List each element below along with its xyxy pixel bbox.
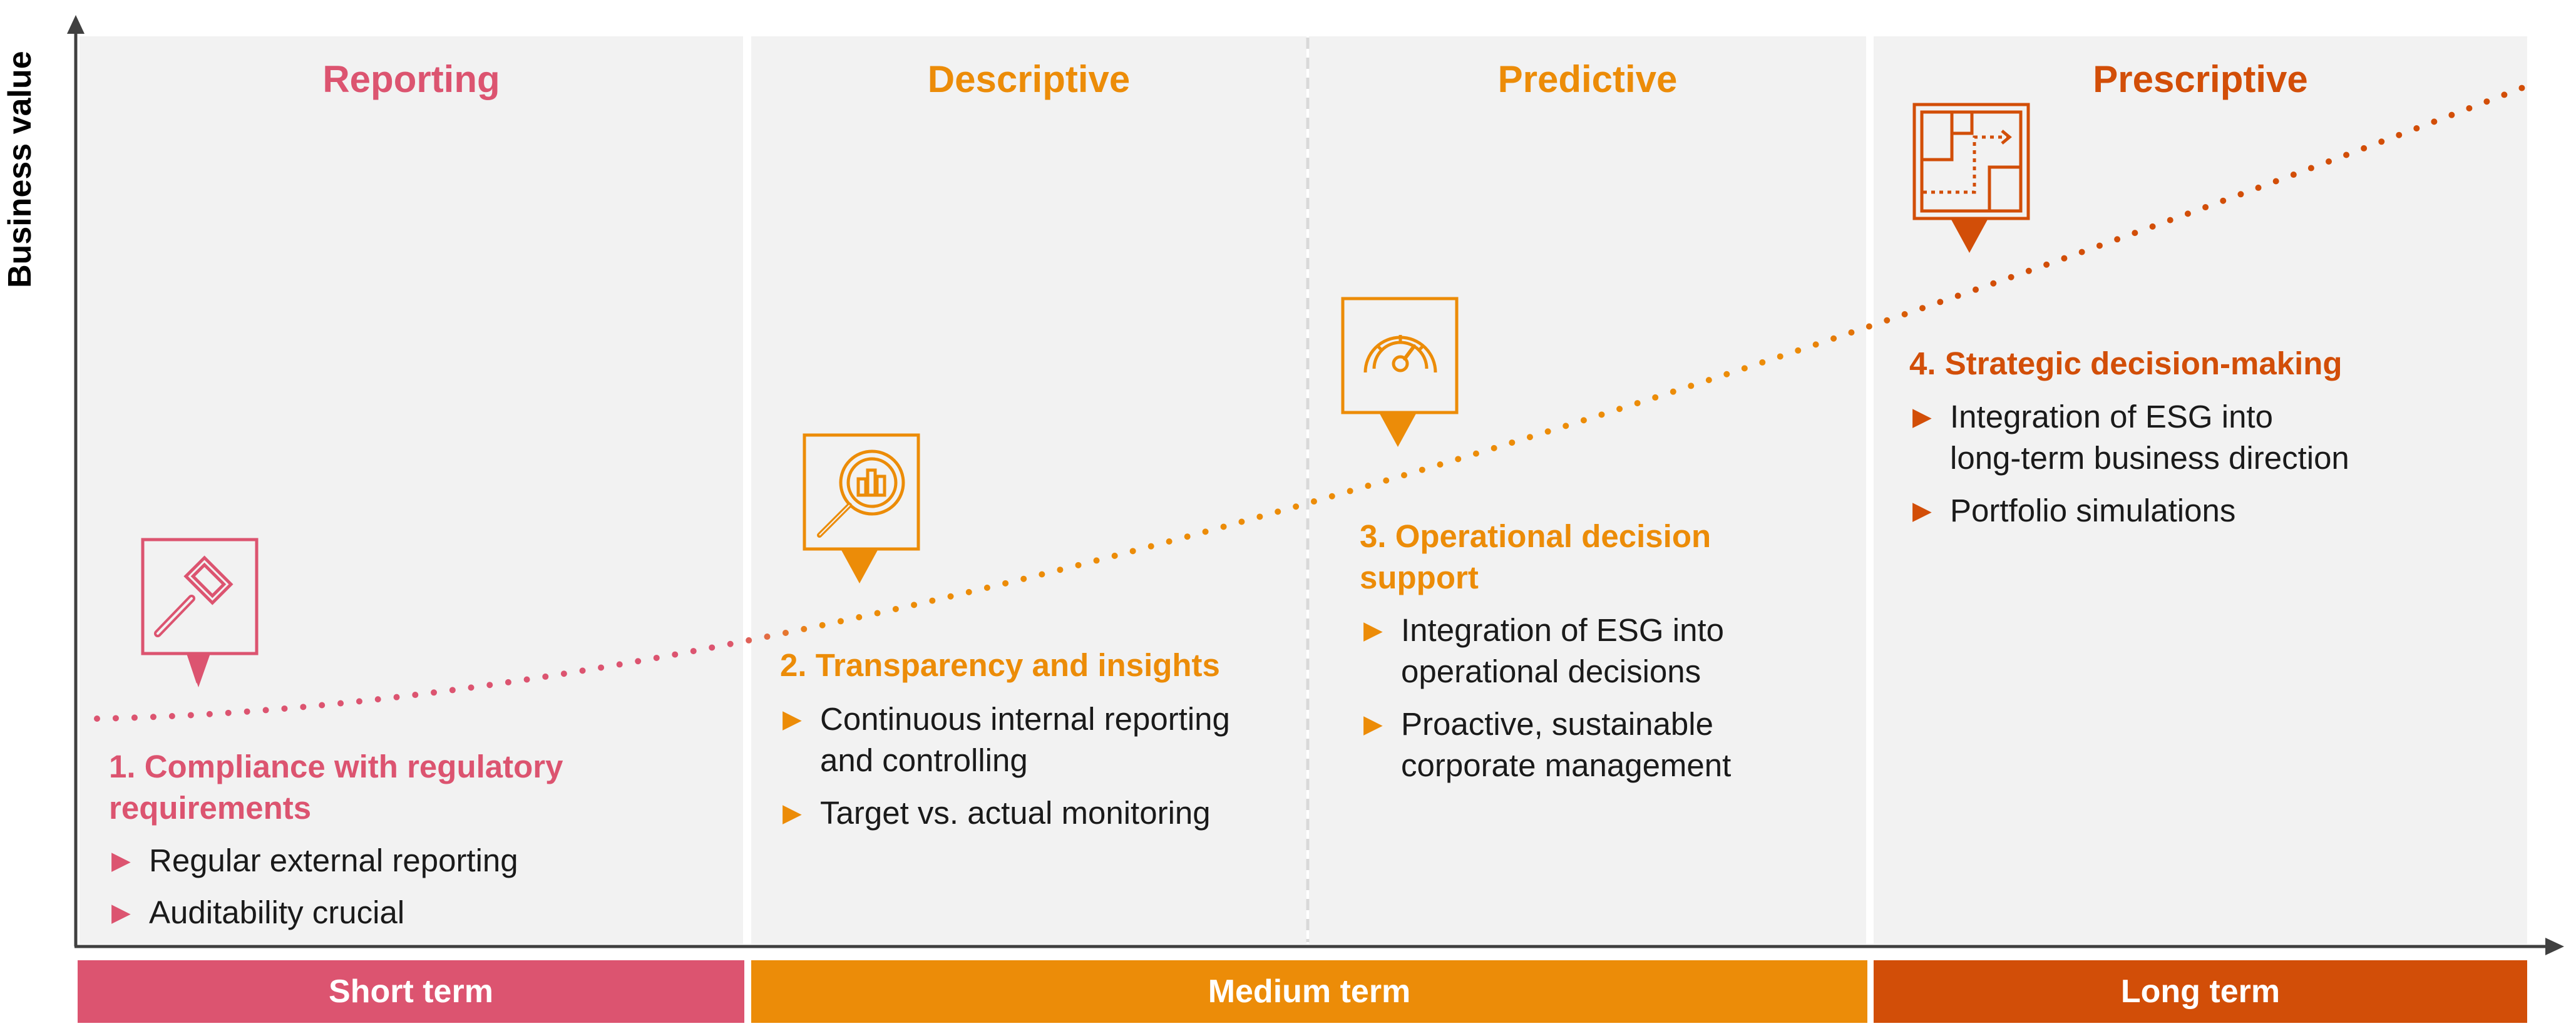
magnifier-chart-icon — [803, 433, 920, 583]
bullet-line: Target vs. actual monitoring — [820, 795, 1211, 831]
bullet-line: operational decisions — [1401, 654, 1701, 689]
speedometer-icon — [1341, 297, 1459, 447]
bullet-line: Proactive, sustainable — [1401, 706, 1713, 742]
phase-title-descriptive: Descriptive — [927, 58, 1131, 100]
y-axis-label: Business value — [2, 51, 38, 288]
bullet-arrow-icon: ▶ — [783, 799, 802, 827]
term-bar-short: Short term — [78, 960, 744, 1023]
bullet-arrow-icon: ▶ — [1912, 403, 1932, 431]
stage-title-compliance: 1. Compliance with regulatory requiremen… — [109, 746, 563, 829]
bullet-line: Integration of ESG into — [1950, 399, 2273, 434]
gavel-icon — [141, 538, 259, 687]
stage-title-line: 3. Operational decision — [1360, 518, 1711, 554]
bullet-item: ▶ Target vs. actual monitoring — [783, 792, 1211, 834]
stage-title-transparency: 2. Transparency and insights — [780, 645, 1220, 686]
bullet-line: Integration of ESG into — [1401, 612, 1724, 648]
x-axis-arrowhead — [2545, 938, 2564, 955]
bullet-item: ▶ Portfolio simulations — [1912, 490, 2236, 531]
phase-title-prescriptive: Prescriptive — [2093, 58, 2308, 100]
panel-predictive — [1309, 36, 1866, 944]
bullet-line: Continuous internal reporting — [820, 701, 1230, 737]
bullet-line: corporate management — [1401, 747, 1732, 783]
bullet-item: ▶ Continuous internal reporting and cont… — [783, 699, 1230, 781]
stage-title-line: support — [1360, 560, 1479, 595]
bullet-item: ▶ Proactive, sustainable corporate manag… — [1363, 704, 1732, 786]
value-curve — [94, 85, 2526, 722]
bullet-line: and controlling — [820, 742, 1028, 778]
stage-title-line: requirements — [109, 790, 312, 826]
bullet-arrow-icon: ▶ — [1363, 617, 1383, 644]
bullet-arrow-icon: ▶ — [111, 899, 131, 926]
panel-prescriptive — [1874, 36, 2527, 944]
bullet-line: long-term business direction — [1950, 440, 2349, 476]
stage-title-line: 1. Compliance with regulatory — [109, 749, 563, 784]
floorplan-path-icon — [1912, 103, 2030, 253]
bullet-line: Auditability crucial — [149, 895, 405, 930]
panel-descriptive — [751, 36, 1306, 944]
bullet-item: ▶ Regular external reporting — [111, 840, 518, 881]
stage-title-operational: 3. Operational decision support — [1360, 516, 1711, 598]
phase-title-reporting: Reporting — [322, 58, 500, 100]
bullet-item: ▶ Auditability crucial — [111, 892, 405, 933]
bullet-item: ▶ Integration of ESG into long-term busi… — [1912, 396, 2349, 479]
bullet-line: Portfolio simulations — [1950, 493, 2236, 528]
bullet-item: ▶ Integration of ESG into operational de… — [1363, 610, 1724, 692]
term-bar-long: Long term — [1874, 960, 2527, 1023]
stage-title-line: 4. Strategic decision-making — [1909, 346, 2343, 381]
bullet-arrow-icon: ▶ — [1912, 497, 1932, 525]
panel-reporting — [80, 36, 743, 944]
phase-title-predictive: Predictive — [1497, 58, 1678, 100]
term-bar-medium: Medium term — [751, 960, 1867, 1023]
stage-title-line: 2. Transparency and insights — [780, 647, 1220, 683]
bullet-arrow-icon: ▶ — [1363, 710, 1383, 738]
bullet-arrow-icon: ▶ — [783, 705, 802, 733]
stage-title-strategic: 4. Strategic decision-making — [1909, 343, 2343, 384]
bullet-line: Regular external reporting — [149, 843, 518, 878]
y-axis-arrowhead — [67, 15, 85, 34]
bullet-arrow-icon: ▶ — [111, 847, 131, 875]
